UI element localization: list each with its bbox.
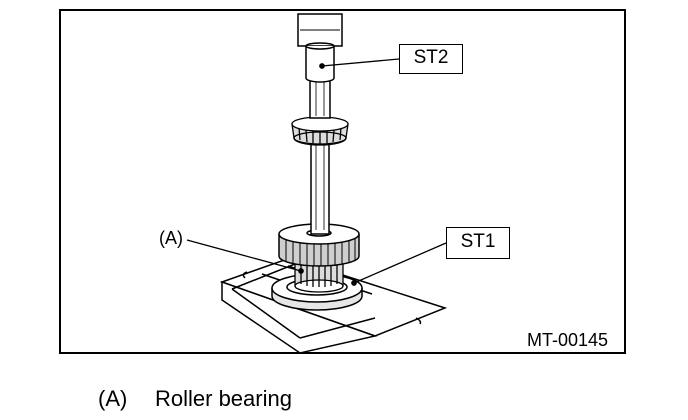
callout-st2: ST2 (399, 44, 463, 74)
upper-shaft (309, 79, 331, 119)
shaft (310, 141, 330, 235)
legend-key: (A) (98, 386, 128, 411)
upper-taper-bearing (291, 116, 349, 146)
legend-description: Roller bearing (155, 386, 292, 411)
callout-st1: ST1 (446, 227, 510, 259)
st2-tool (297, 13, 343, 83)
roller-bearing (294, 261, 344, 293)
callout-a-label: (A) (159, 228, 183, 248)
leader-lines (186, 58, 447, 286)
figure-id-label: MT-00145 (527, 330, 609, 350)
